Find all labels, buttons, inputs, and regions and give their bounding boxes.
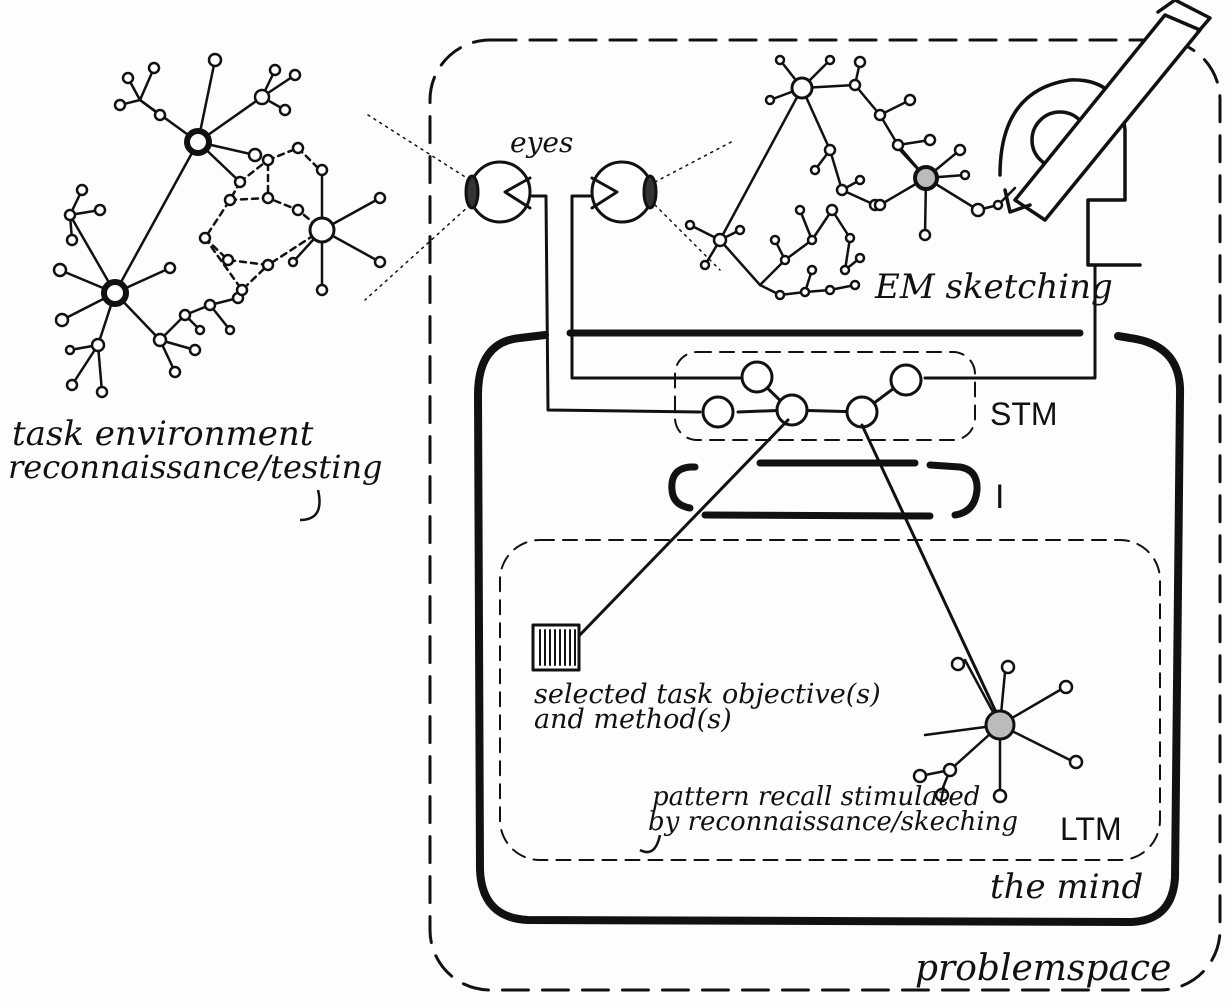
objective-barcode-icon [533,625,579,670]
left-eye-icon [466,162,530,222]
the-mind-label: the mind [990,867,1143,907]
right-eye-icon [592,162,656,222]
interface-bracket [672,463,977,516]
problemspace-label: problemspace [915,948,1171,989]
stm-to-objective-line [575,420,788,640]
interface-label: I [995,478,1004,516]
pattern-recall-label-line2: by reconnaissance/skeching [648,807,1018,837]
task-environment-flourish [300,490,320,520]
task-environment-label-line2: reconnaissance/testing [8,448,383,486]
em-sketching-label: EM sketching [874,267,1113,307]
selected-objective-label-line2: and method(s) [534,704,732,735]
em-sketch-network [686,56,1015,299]
stm-label: STM [990,396,1058,432]
optic-line-right [572,196,740,378]
ltm-label: LTM [1060,811,1122,847]
pattern-recall-flourish [640,835,660,852]
pattern-recall-network [914,658,1082,802]
eyes-label: eyes [510,126,573,159]
task-environment-network [54,54,385,397]
stm-network [703,362,921,427]
